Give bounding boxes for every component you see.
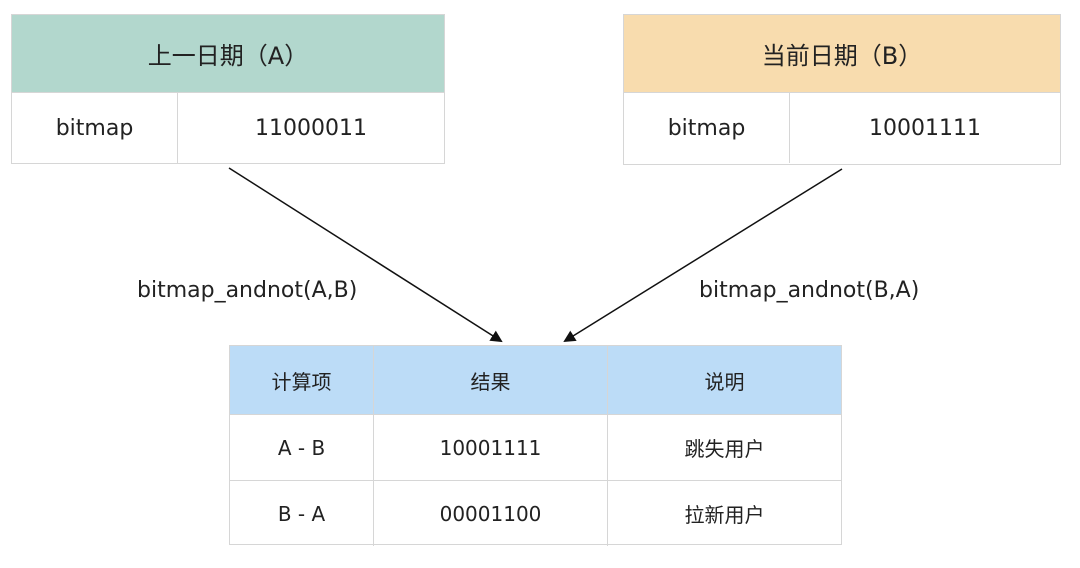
table-b-value: 10001111	[869, 115, 981, 141]
row-item: A - B	[230, 415, 374, 480]
row-description: 跳失用户	[684, 437, 765, 461]
table-row: A - B 10001111 跳失用户	[230, 414, 841, 480]
row-item: B - A	[230, 481, 374, 546]
table-row: B - A 00001100 拉新用户	[230, 480, 841, 546]
row-result: 10001111	[374, 415, 608, 480]
arrow-a-to-result	[228, 167, 503, 343]
result-table: 计算项 结果 说明 A - B 10001111 跳失用户 B - A 0000…	[229, 345, 842, 546]
table-a-label: bitmap	[12, 93, 178, 163]
column-header-item: 计算项	[230, 346, 374, 414]
column-header-description: 说明	[704, 369, 745, 394]
row-description: 拉新用户	[684, 503, 765, 527]
result-table-header: 计算项 结果 说明	[230, 346, 841, 414]
table-b-label: bitmap	[624, 93, 790, 163]
table-a-title: 上一日期（A）	[12, 15, 444, 93]
operation-b-andnot-a: bitmap_andnot(B,A)	[699, 278, 920, 303]
operation-a-andnot-b: bitmap_andnot(A,B)	[137, 278, 358, 303]
table-current-date: 当前日期（B） bitmap 10001111	[623, 14, 1061, 165]
arrow-b-to-result	[563, 168, 843, 343]
table-previous-date: 上一日期（A） bitmap 11000011	[11, 14, 445, 164]
table-a-value: 11000011	[255, 115, 367, 141]
row-result: 00001100	[374, 481, 608, 546]
table-b-title: 当前日期（B）	[624, 15, 1060, 93]
column-header-result: 结果	[374, 346, 608, 414]
